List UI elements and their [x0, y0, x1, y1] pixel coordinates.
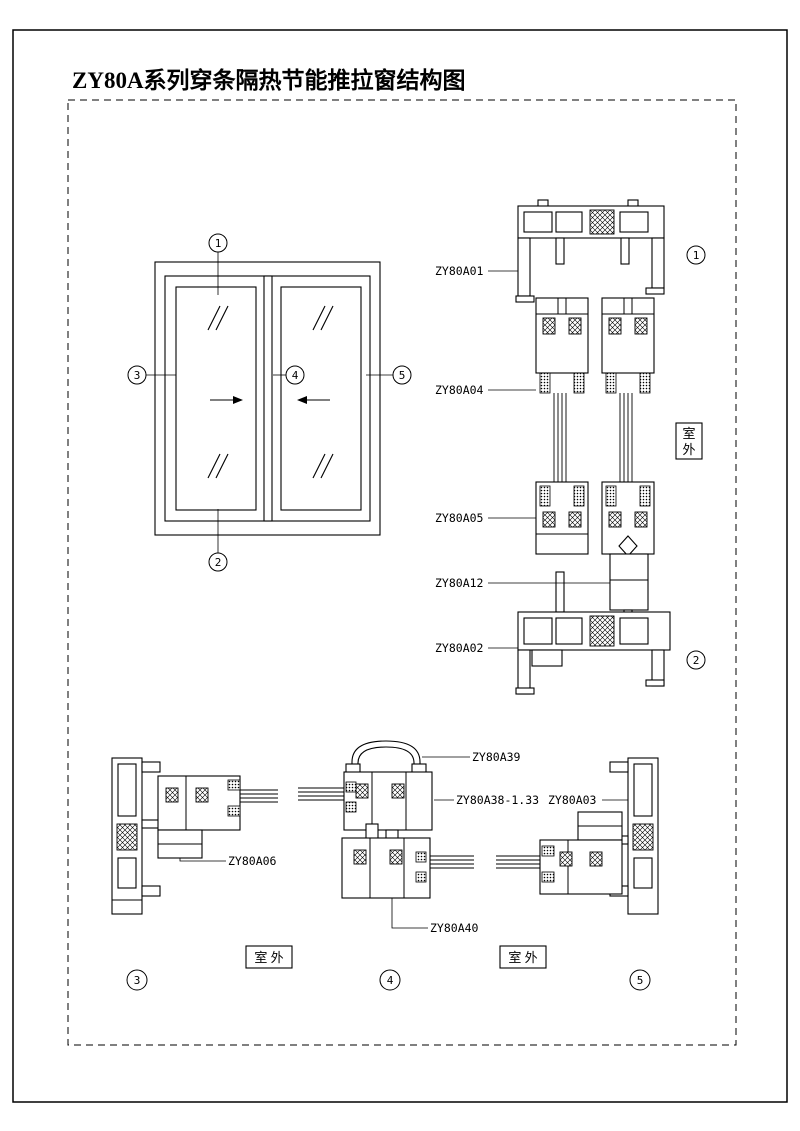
profile-meeting-stiles: [341, 740, 433, 899]
window-elevation: [154, 261, 381, 536]
svg-text:ZY80A04: ZY80A04: [435, 383, 484, 397]
callout-2-elevation: 2: [208, 509, 228, 572]
callout-1-number: 1: [215, 237, 222, 250]
outdoor-char-top: 室: [682, 426, 695, 441]
part-label-zy80a12: ZY80A12: [435, 576, 610, 590]
part-label-zy80a38: ZY80A38-1.33: [434, 793, 539, 807]
svg-text:ZY80A05: ZY80A05: [435, 511, 483, 525]
glass-hatch-marks: [207, 305, 334, 479]
callout-5-elevation: 5: [366, 365, 412, 385]
part-label-zy80a05: ZY80A05: [435, 511, 536, 525]
profile-bottom-frame: [515, 571, 671, 695]
horizontal-section-details: ZY80A06: [111, 740, 659, 991]
svg-text:ZY80A01: ZY80A01: [435, 264, 484, 278]
svg-text:1: 1: [693, 249, 700, 262]
part-label-zy80a40: ZY80A40: [391, 898, 479, 935]
svg-text:ZY80A40: ZY80A40: [430, 921, 479, 935]
callout-2-section: 2: [686, 650, 706, 670]
glass-pane-detail5: [496, 855, 540, 869]
profile-left-jamb: [111, 757, 165, 915]
svg-text:ZY80A03: ZY80A03: [548, 793, 597, 807]
part-label-zy80a39: ZY80A39: [422, 750, 521, 764]
glass-pane-detail4-right: [430, 855, 474, 869]
callout-4-section: 4: [379, 969, 401, 991]
profile-sash-bottom-rails: [535, 481, 655, 611]
part-label-zy80a03: ZY80A03: [548, 793, 628, 807]
outdoor-label-vertical: 室 外: [675, 422, 703, 460]
callout-4-number: 4: [292, 369, 299, 382]
svg-text:2: 2: [693, 654, 700, 667]
callout-5-number: 5: [399, 369, 406, 382]
svg-text:4: 4: [387, 974, 394, 987]
glass-pane-detail4-left: [298, 787, 344, 801]
slide-direction-arrows: [210, 396, 330, 404]
svg-text:ZY80A06: ZY80A06: [228, 854, 277, 868]
svg-text:5: 5: [637, 974, 644, 987]
page-title: ZY80A系列穿条隔热节能推拉窗结构图: [72, 67, 466, 93]
part-label-zy80a06: ZY80A06: [179, 854, 277, 868]
part-label-zy80a02: ZY80A02: [435, 641, 518, 655]
glass-pane-detail3: [240, 789, 278, 803]
profile-right-sash-stile: [539, 811, 623, 895]
callout-3-elevation: 3: [127, 365, 176, 385]
part-label-zy80a01: ZY80A01: [435, 264, 518, 278]
vertical-section-details: ZY80A01 ZY80A04 ZY80A05 ZY80A12 ZY80A02 …: [435, 199, 706, 695]
callout-2-number: 2: [215, 556, 222, 569]
callout-4-elevation: 4: [273, 365, 305, 385]
callout-1-elevation: 1: [208, 233, 228, 295]
svg-text:室 外: 室 外: [508, 950, 537, 965]
profile-top-frame: [515, 199, 665, 303]
callout-1-section: 1: [686, 245, 706, 265]
part-label-zy80a04: ZY80A04: [435, 383, 536, 397]
outdoor-label-detail5: 室 外: [499, 945, 547, 969]
glass-panes-vertical-section: [553, 393, 633, 492]
dashed-border: [67, 99, 737, 1046]
profile-right-jamb: [605, 757, 659, 915]
profile-left-sash-stile: [157, 775, 241, 859]
outdoor-label-detail4: 室 外: [245, 945, 293, 969]
profile-sash-top-rails: [535, 297, 655, 394]
callout-3-section: 3: [126, 969, 148, 991]
svg-text:室 外: 室 外: [254, 950, 283, 965]
callout-5-section: 5: [629, 969, 651, 991]
outdoor-char-bottom: 外: [682, 442, 695, 457]
svg-text:ZY80A39: ZY80A39: [472, 750, 521, 764]
svg-text:ZY80A38-1.33: ZY80A38-1.33: [456, 793, 539, 807]
svg-text:3: 3: [134, 974, 141, 987]
svg-text:ZY80A12: ZY80A12: [435, 576, 483, 590]
callout-3-number: 3: [134, 369, 141, 382]
outer-border: [12, 29, 788, 1103]
svg-text:ZY80A02: ZY80A02: [435, 641, 483, 655]
